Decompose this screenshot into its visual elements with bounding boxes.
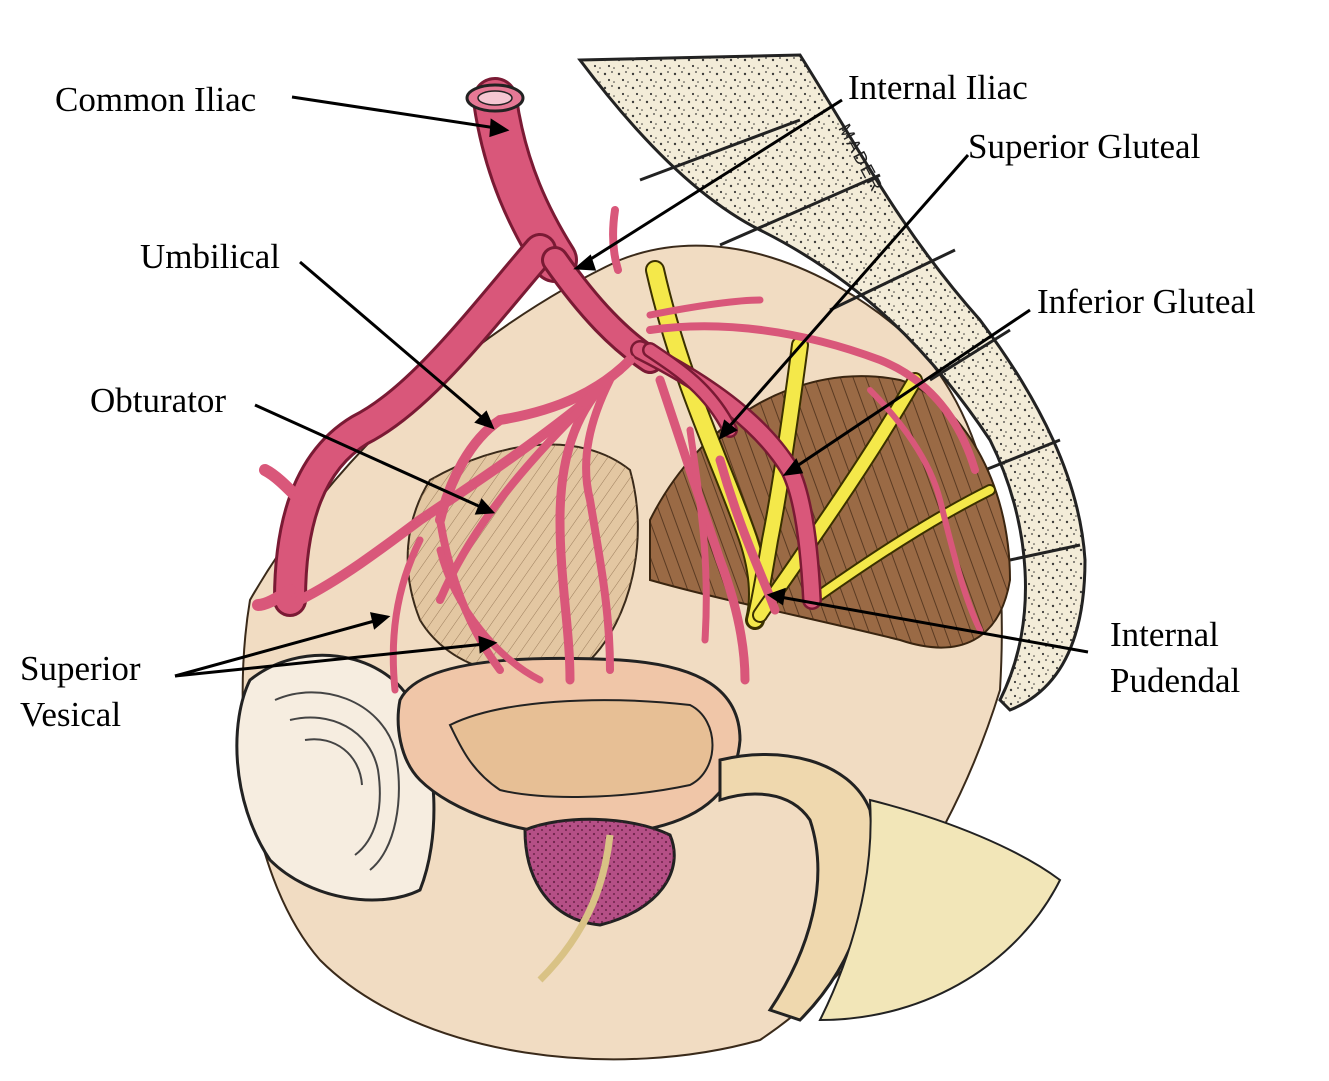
label-inferior-gluteal: Inferior Gluteal — [1037, 282, 1256, 321]
label-obturator: Obturator — [90, 381, 227, 420]
annotation-pointers — [174, 95, 1089, 678]
pointer-superior-gluteal — [726, 154, 970, 429]
pointer-common-iliac — [291, 95, 497, 130]
label-internal-iliac: Internal Iliac — [848, 68, 1028, 107]
rectum — [718, 753, 1062, 1022]
sacrum: MADER — [577, 53, 1087, 712]
pointer-internal-iliac — [585, 98, 843, 264]
bladder — [396, 656, 742, 837]
label-umbilical: Umbilical — [140, 237, 280, 276]
pointer-umbilical — [299, 260, 486, 422]
pointer-inferior-gluteal — [793, 308, 1031, 470]
pointer-superior-vesical-a — [174, 618, 379, 678]
prostate — [523, 817, 676, 983]
label-internal-pudendal: Internal Pudendal — [1110, 615, 1241, 700]
label-common-iliac: Common Iliac — [55, 80, 257, 119]
pointer-internal-pudendal — [779, 595, 1089, 654]
pubic-bone — [235, 653, 436, 902]
label-superior-vesical: Superior Vesical — [20, 649, 141, 734]
pointer-superior-vesical-b — [174, 642, 486, 678]
arteries — [252, 77, 983, 694]
label-superior-gluteal: Superior Gluteal — [968, 127, 1201, 166]
pointer-obturator — [254, 403, 484, 510]
